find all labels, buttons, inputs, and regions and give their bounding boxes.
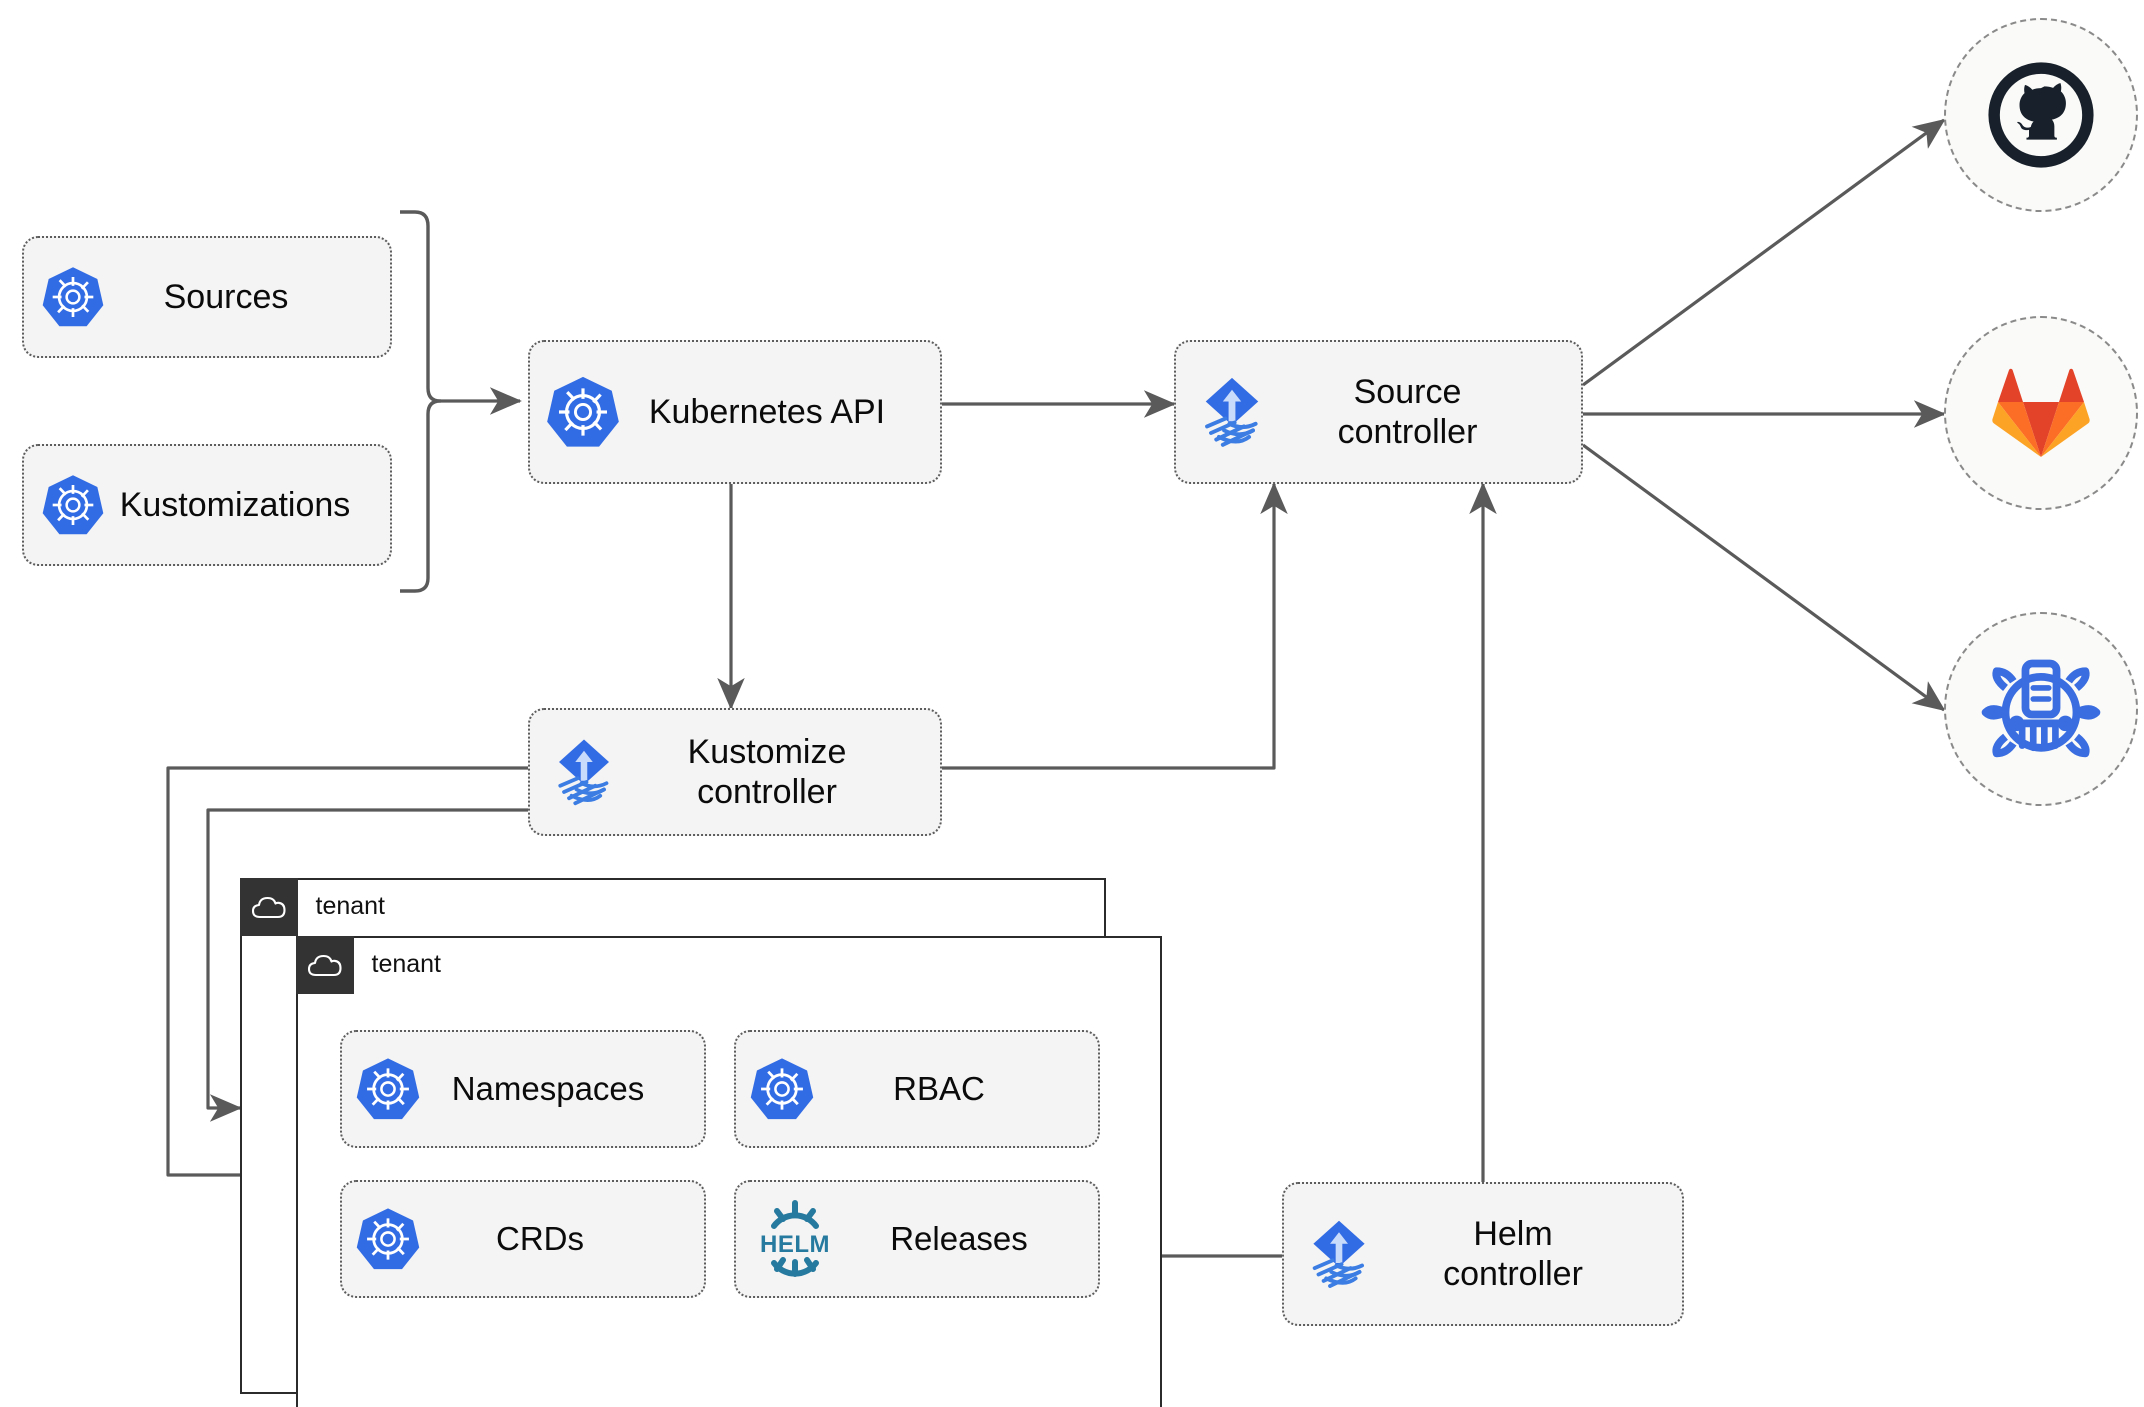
node-label: Kustomize controller [687, 732, 847, 811]
provider-helm-repository[interactable] [1944, 612, 2138, 806]
tenant-tab: tenant [239, 877, 386, 936]
node-releases[interactable]: HELM Releases [734, 1180, 1100, 1298]
edge-brace-group [400, 210, 442, 593]
node-kustomize-controller[interactable]: Kustomize controller [528, 708, 942, 836]
kubernetes-icon [748, 1055, 816, 1123]
node-label: RBAC [893, 1069, 985, 1107]
node-helm-controller[interactable]: Helm controller [1282, 1182, 1684, 1326]
kubernetes-icon [544, 373, 622, 451]
node-label: Source controller [1337, 372, 1478, 451]
node-label: Helm controller [1443, 1214, 1583, 1293]
tenant-label: tenant [371, 950, 442, 978]
kubernetes-icon [354, 1055, 422, 1123]
node-namespaces[interactable]: Namespaces [340, 1030, 706, 1148]
node-label: Releases [890, 1219, 1028, 1257]
helm-repo-icon [1980, 648, 2102, 770]
helm-icon: HELM [748, 1199, 842, 1279]
kubernetes-icon [40, 264, 106, 330]
flux-icon [1190, 370, 1274, 454]
node-rbac[interactable]: RBAC [734, 1030, 1100, 1148]
kubernetes-icon [354, 1205, 422, 1273]
node-label: Kubernetes API [648, 392, 886, 431]
provider-github[interactable] [1944, 18, 2138, 212]
node-kubernetes-api[interactable]: Kubernetes API [528, 340, 942, 484]
node-sources[interactable]: Sources [22, 236, 392, 358]
node-crds[interactable]: CRDs [340, 1180, 706, 1298]
provider-gitlab[interactable] [1944, 316, 2138, 510]
node-source-controller[interactable]: Source controller [1174, 340, 1583, 484]
tenant-label: tenant [315, 892, 386, 920]
edge-source-controller-to-helm-repo [1582, 443, 1946, 712]
tenant-inner[interactable]: tenant [295, 935, 1162, 1407]
cloud-icon [239, 877, 298, 936]
node-label: Sources [163, 277, 289, 316]
node-label: Namespaces [451, 1069, 645, 1107]
tenant-tab: tenant [295, 935, 442, 994]
svg-text:HELM: HELM [760, 1231, 830, 1258]
node-label: Kustomizations [119, 485, 351, 524]
kubernetes-icon [40, 472, 106, 538]
github-icon [1985, 59, 2097, 171]
cloud-icon [295, 935, 354, 994]
edge-kustomize-controller-to-source-controller [942, 482, 1288, 770]
edge-source-controller-to-github [1582, 118, 1946, 387]
flux-icon [544, 732, 624, 812]
flux-icon [1298, 1213, 1380, 1295]
node-label: CRDs [496, 1219, 584, 1257]
node-kustomizations[interactable]: Kustomizations [22, 444, 392, 566]
gitlab-icon [1989, 365, 2093, 461]
